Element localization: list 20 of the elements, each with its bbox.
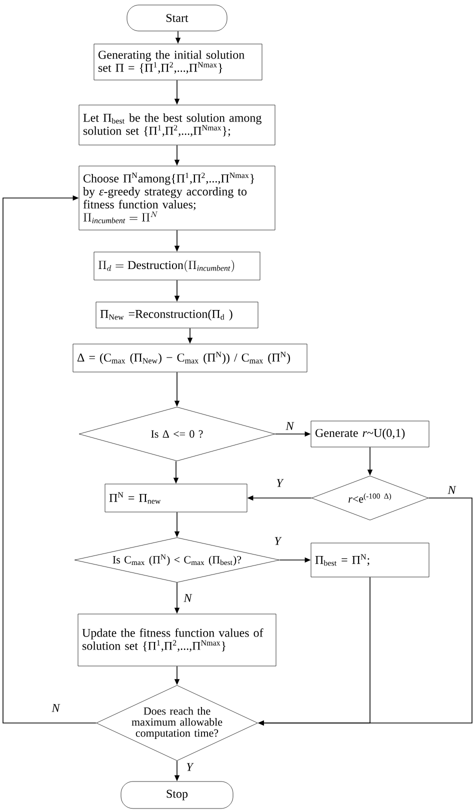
process-box: $\Pi_{d} = \mathrm{Destruction}(\Pi_{\mathit{incumbent}})$ (94, 252, 260, 280)
edge-label: N (50, 703, 62, 713)
terminal-box: Stop (120, 781, 234, 809)
terminal-box: Start (126, 4, 228, 32)
process-box: Choose Π$^{N}$among{Π$^{1}$,Π$^{2}$,...,Π$^{Nmax}$} by ε-greedy strategy according to fitness function values; $\Pi_{\mathit{incumbent}} = \Pi^{N}$ (78, 166, 276, 230)
process-box: Update the fitness function values of solution set {Π$^{1}$,Π$^{2}$,...,Π$^{Nmax}$} (78, 614, 276, 666)
edge-label: N (284, 421, 296, 431)
edge-label: N (446, 485, 458, 495)
edge-label: Y (273, 536, 283, 546)
process-box: Generating the initial solution set Π = {Π$^{1}$,Π$^{2}$,...,Π$^{Nmax}$} (94, 44, 262, 80)
process-box: Π$_{best}$ = Π$^{N}$; (310, 542, 430, 578)
process-box: Π$^{N}$ = Π$_{new}$ (104, 484, 248, 512)
arrow (2, 195, 96, 724)
process-box: Generate r~U(0,1) (310, 420, 430, 448)
process-box: Let Π$_{best}$ be the best solution among solution set {Π$^{1}$,Π$^{2}$,...,Π$^{Nmax}$}; (78, 104, 276, 146)
edge-label: Y (185, 762, 195, 772)
edge-label: N (182, 593, 194, 603)
process-box: Δ = (C$_{max}$ (Π$_{New}$) − C$_{max}$ (Π$^{N}$)) / C$_{max}$ (Π$^{N}$) (72, 344, 308, 372)
edge-label: Y (275, 478, 285, 488)
process-box: Π$_{New}$ =Reconstruction(Π$_{d}$ ) (96, 302, 258, 328)
